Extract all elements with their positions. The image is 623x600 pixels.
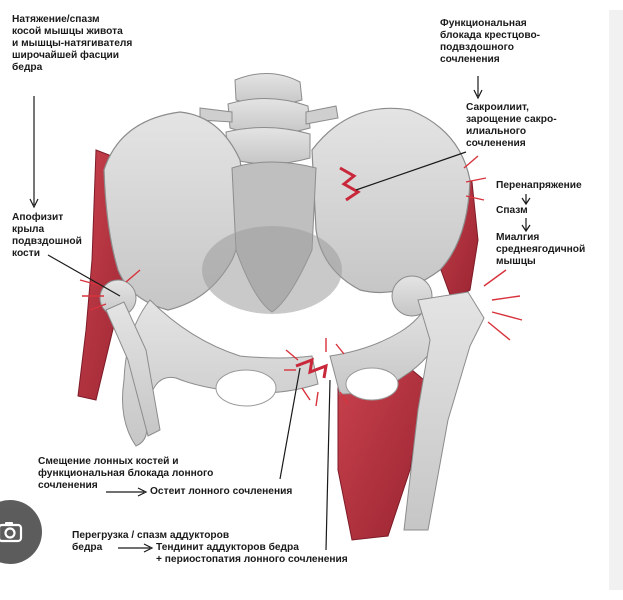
scrollbar-gutter bbox=[609, 10, 623, 590]
label-tendinitis: Тендинит аддукторов бедра + периостопати… bbox=[156, 542, 348, 565]
label-overstrain: Перенапряжение bbox=[496, 180, 582, 191]
pubic-symphysis-marker bbox=[295, 357, 328, 379]
label-apophysis: Апофизит крыла подвздошной кости bbox=[12, 212, 82, 259]
label-pubic-shift: Смещение лонных костей и функциональная … bbox=[38, 456, 214, 491]
label-adductor-overload: Перегрузка / спазм аддукторов бедра bbox=[72, 530, 230, 553]
lumbar-spine bbox=[199, 72, 339, 165]
pelvis-bone bbox=[99, 107, 485, 531]
label-functional-block: Функциональная блокада крестцово- подвзд… bbox=[440, 18, 541, 65]
label-osteitis: Остеит лонного сочленения bbox=[150, 486, 293, 497]
label-tension: Натяжение/спазм косой мышцы живота и мыш… bbox=[12, 14, 133, 73]
sacroiliac-joint-marker bbox=[339, 166, 361, 202]
camera-search-icon bbox=[0, 522, 23, 543]
label-myalgia: Миалгия среднеягодичной мышцы bbox=[496, 232, 586, 267]
pain-rays bbox=[79, 155, 523, 407]
leader-lines bbox=[29, 76, 531, 553]
label-sacroiliitis: Сакроилиит, зарощение сакро- илиального … bbox=[466, 102, 557, 149]
label-spasm: Спазм bbox=[496, 205, 528, 216]
